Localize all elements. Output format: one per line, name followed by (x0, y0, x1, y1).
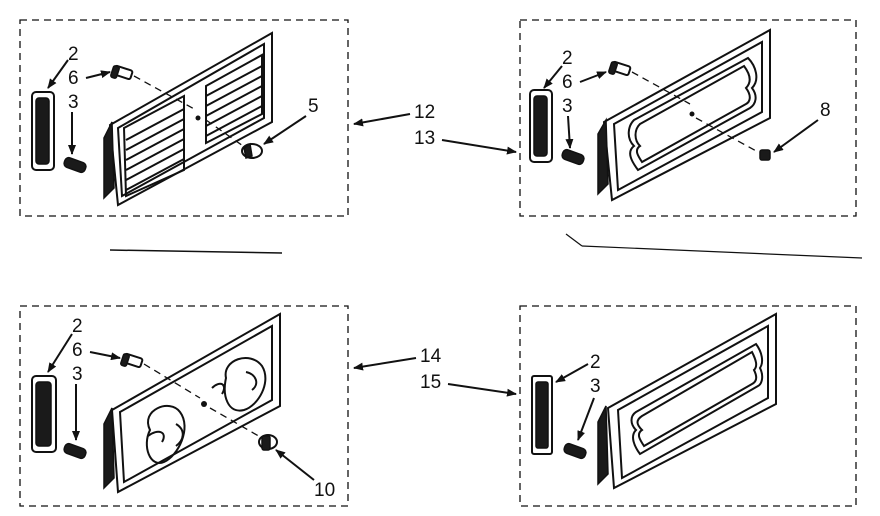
panel-framed-box: 2 6 3 8 (519, 19, 857, 217)
label-2: 2 (590, 352, 601, 373)
spring-part (63, 156, 87, 174)
spring-part (63, 442, 87, 460)
louver-block-right (205, 53, 263, 145)
screw-part (120, 352, 144, 369)
bolt-part (759, 149, 771, 161)
arrow-to-screw (579, 71, 607, 83)
arrow-to-cap (555, 363, 589, 383)
label-6: 6 (68, 68, 79, 89)
callout-13: 13 (414, 128, 435, 149)
scan-line (109, 249, 283, 254)
scan-line (581, 245, 863, 259)
callout-15: 15 (420, 372, 441, 393)
dashed-border (19, 19, 349, 217)
label-2: 2 (68, 44, 79, 65)
label-5: 5 (308, 96, 319, 117)
arrow-to-screw (85, 70, 111, 79)
ornamental-panel-body (103, 312, 281, 494)
spring-part (563, 442, 587, 460)
label-2: 2 (562, 48, 573, 69)
arrow-to-cap (47, 59, 69, 89)
spring-part (561, 148, 585, 166)
label-3: 3 (68, 92, 79, 113)
knob-part (241, 142, 263, 159)
scan-line (565, 233, 583, 247)
arrow-to-screw (89, 351, 121, 361)
label-6: 6 (72, 340, 83, 361)
callout-top: 12 13 (353, 102, 517, 155)
arrow-to-right-panel (441, 139, 517, 155)
dashed-border (519, 305, 857, 507)
dashed-border (519, 19, 857, 217)
ornament-right (223, 357, 267, 412)
end-cap-part (529, 89, 553, 163)
label-6: 6 (562, 72, 573, 93)
arrow-to-spring (577, 397, 595, 441)
louver-block-left (122, 94, 185, 198)
arrow-to-left-panel (353, 357, 417, 371)
screw-part (608, 60, 632, 77)
label-10: 10 (314, 480, 335, 501)
label-8: 8 (820, 100, 831, 121)
label-2: 2 (72, 316, 83, 337)
knob-part (258, 434, 278, 451)
end-cap-part (531, 375, 553, 455)
label-3: 3 (590, 376, 601, 397)
arrow-to-bolt (773, 119, 819, 153)
leader-line (205, 119, 247, 149)
callout-bottom: 14 15 (353, 346, 517, 397)
label-3: 3 (72, 364, 83, 385)
arrow-to-right-panel (447, 383, 517, 397)
end-cap-part (31, 91, 55, 171)
arrow-to-knob (263, 115, 307, 145)
arrow-to-left-panel (353, 113, 411, 127)
arrow-to-cap (543, 65, 563, 89)
grille-panel-body (103, 31, 273, 207)
end-cap-part (31, 375, 57, 453)
screw-part (110, 64, 134, 81)
panel-plain-box: 2 3 (519, 305, 857, 507)
panel-grille-box: 2 6 3 5 (19, 19, 349, 217)
label-3: 3 (562, 96, 573, 117)
arrow-to-spring (565, 115, 574, 149)
leader-line (143, 363, 201, 399)
plain-panel-body (597, 312, 777, 490)
framed-panel-body (597, 28, 771, 202)
callout-12: 12 (414, 102, 435, 123)
callout-14: 14 (420, 346, 442, 367)
leader-line (209, 407, 263, 439)
panel-ornamental-box: 2 6 3 10 (19, 305, 349, 507)
arrow-to-knob (275, 449, 315, 481)
arrow-to-cap (47, 333, 73, 373)
